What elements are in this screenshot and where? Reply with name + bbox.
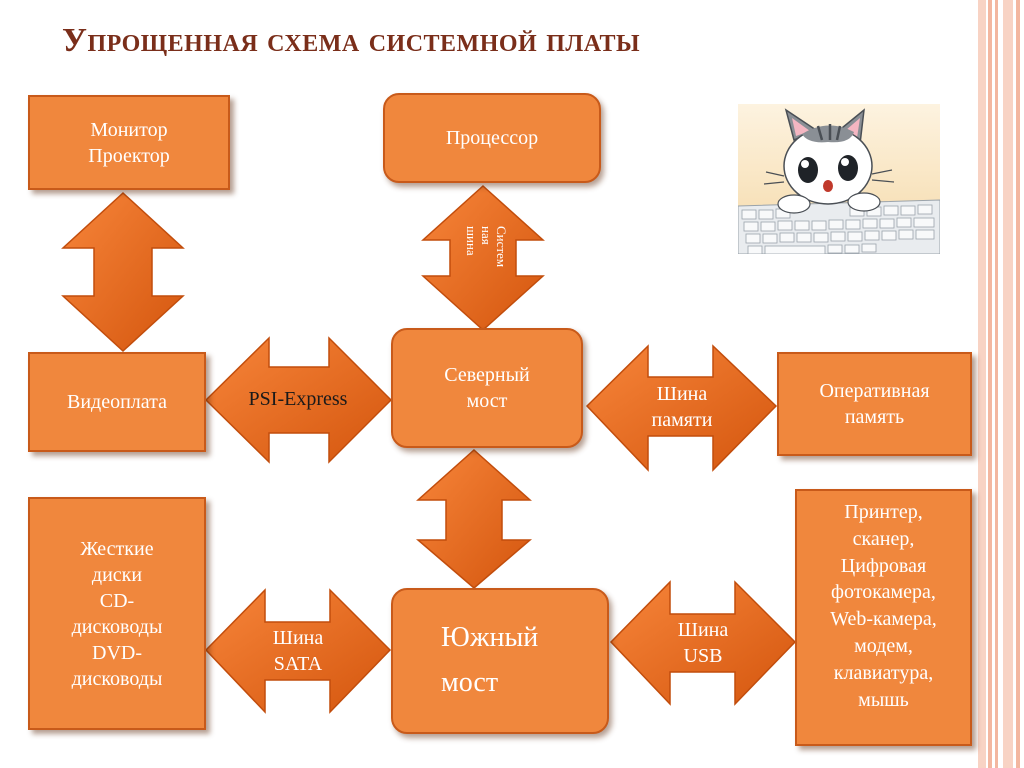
drives-block: Жесткие диски CD- дисководы DVD- дисково… [28,497,206,730]
system-bus-line3: шина [464,226,480,256]
south-bridge-line2: мост [441,667,499,698]
drives-line6: дисководы [71,667,163,690]
slide-title: Упрощенная схема системной платы [62,22,641,59]
south-bridge-line1: Южный [441,622,539,654]
system-bus-line2: ная [479,226,495,245]
usb-bus-line2: USB [683,645,723,667]
video-card-label: Видеоплата [67,391,167,413]
frame-stripe-3 [995,0,998,768]
arrow-north-south [415,448,533,589]
north-bridge-line1: Северный [444,364,530,386]
drives-line1: Жесткие [80,537,154,560]
memory-bus-label: Шина памяти [622,381,742,433]
drives-line3: CD- [99,589,135,612]
projector-label: Проектор [88,144,170,167]
sata-bus-line2: SATA [273,653,323,675]
frame-stripe-1 [978,0,986,768]
drives-line2: диски [91,563,143,586]
frame-stripe-2 [988,0,992,768]
north-bridge-line2: мост [466,390,508,412]
peripherals-line8: мышь [858,688,909,711]
monitor-label: Монитор [90,118,168,141]
frame-stripe-5 [1016,0,1020,768]
peripherals-line4: фотокамера, [831,581,936,604]
drives-line5: DVD- [92,641,142,664]
peripherals-line1: Принтер, [844,501,923,523]
video-card-block: Видеоплата [28,352,206,452]
frame-stripe-4 [1003,0,1013,768]
arrow-monitor-video [61,191,185,353]
cpu-block: Процессор [383,93,601,183]
peripherals-block: Принтер, сканер, Цифровая фотокамера, We… [795,489,972,746]
sata-bus-line1: Шина [272,627,324,649]
cpu-label: Процессор [445,127,539,149]
south-bridge-block: Южный мост [391,588,609,734]
drives-line4: дисководы [71,615,163,638]
pci-express-label: PSI-Express [248,388,348,410]
usb-bus-line1: Шина [677,619,729,641]
ram-line1: Оперативная [819,380,930,402]
memory-bus-line2: памяти [651,409,713,431]
peripherals-line3: Цифровая [840,554,927,577]
ram-block: Оперативная память [777,352,972,456]
peripherals-line6: модем, [854,634,913,657]
peripherals-line7: клавиатура, [833,661,934,684]
arrow-memory-bus [585,344,778,472]
memory-bus-line1: Шина [656,383,708,405]
peripherals-line2: сканер, [852,527,915,550]
ram-line2: память [844,406,905,428]
peripherals-line5: Web-камера, [830,608,937,631]
system-bus-line1: Систем [494,226,509,268]
north-bridge-block: Северный мост [391,328,583,448]
arrow-sata [204,588,392,714]
cat-on-keyboard-image [738,104,940,254]
